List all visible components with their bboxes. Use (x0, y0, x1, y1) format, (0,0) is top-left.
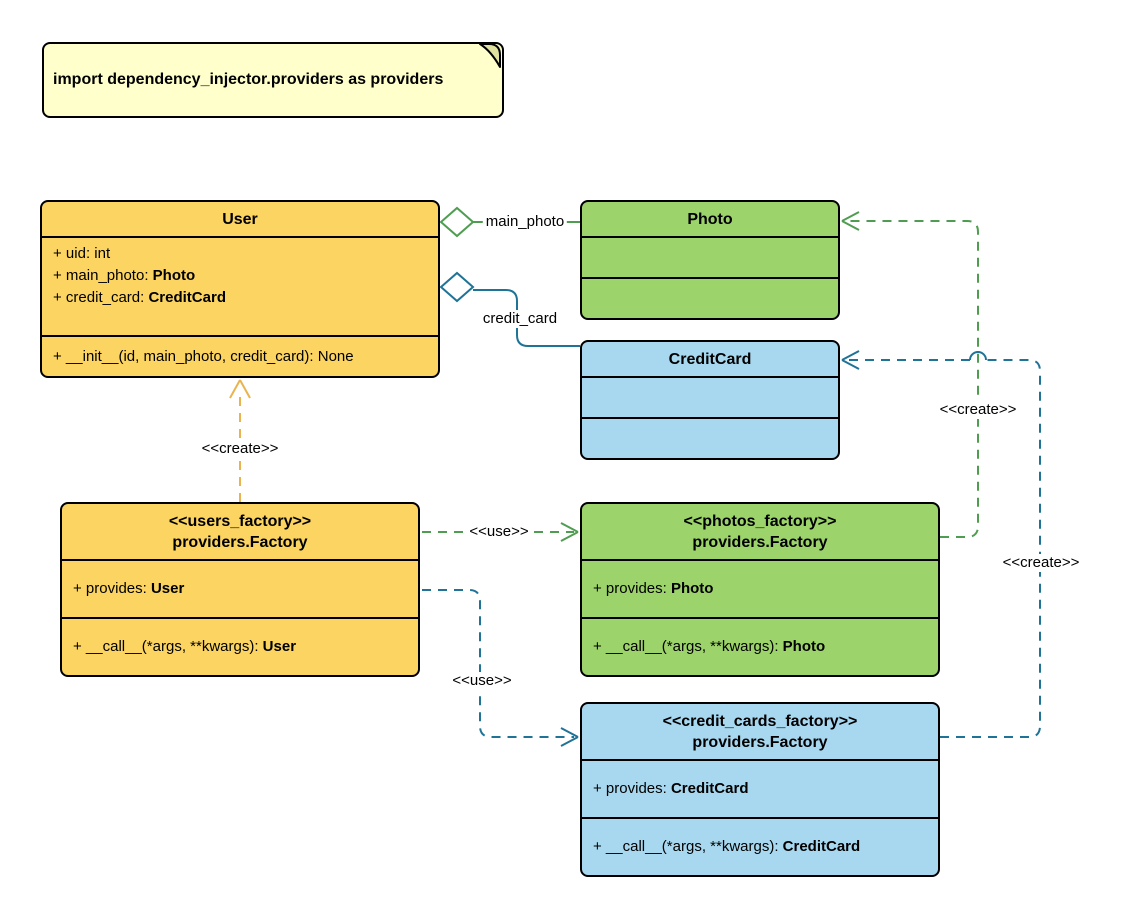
attribute-row: + credit_card: CreditCard (53, 289, 226, 306)
method-row: + __call__(*args, **kwargs): Photo (593, 638, 826, 655)
attributes-compartment: + provides: User (62, 559, 418, 617)
open-arrowhead-icon (841, 211, 860, 231)
note-text: import dependency_injector.providers as … (53, 71, 444, 88)
attributes-compartment (582, 376, 838, 417)
class-title: <<credit_cards_factory>> providers.Facto… (662, 712, 858, 751)
class-title: Photo (687, 210, 733, 228)
note-fold-icon (479, 43, 501, 68)
methods-compartment: + __init__(id, main_photo, credit_card):… (42, 335, 438, 376)
class-credit-cards-factory: <<credit_cards_factory>> providers.Facto… (580, 702, 940, 877)
class-title: <<photos_factory>> providers.Factory (683, 512, 837, 551)
attribute-row: + uid: int (53, 245, 111, 262)
class-title: User (222, 210, 258, 228)
attribute-row: + provides: CreditCard (593, 780, 749, 797)
edge-photos-factory-creates-photo (841, 211, 979, 538)
methods-compartment: + __call__(*args, **kwargs): User (62, 617, 418, 675)
open-arrowhead-icon (560, 522, 579, 542)
edge-label-create-credit-card: <<create>> (999, 554, 1083, 572)
class-credit-card: CreditCard (580, 340, 840, 460)
attributes-compartment: + uid: int + main_photo: Photo + credit_… (42, 236, 438, 335)
open-arrowhead-icon (841, 350, 860, 370)
class-user: User + uid: int + main_photo: Photo + cr… (40, 200, 440, 378)
note: import dependency_injector.providers as … (42, 42, 504, 118)
aggregation-diamond-icon (439, 271, 475, 303)
methods-compartment: + __call__(*args, **kwargs): Photo (582, 617, 938, 675)
method-row: + __call__(*args, **kwargs): User (73, 638, 297, 655)
open-arrowhead-icon (229, 379, 251, 399)
stereotype: <<users_factory>> (168, 512, 312, 530)
edge-label-create-user: <<create>> (198, 440, 282, 458)
attributes-compartment: + provides: CreditCard (582, 759, 938, 817)
class-users-factory: <<users_factory>> providers.Factory + pr… (60, 502, 420, 677)
class-title: <<users_factory>> providers.Factory (168, 512, 312, 551)
attributes-compartment (582, 236, 838, 277)
attribute-row: + main_photo: Photo (53, 267, 196, 284)
methods-compartment: + __call__(*args, **kwargs): CreditCard (582, 817, 938, 875)
attribute-row: + provides: User (73, 580, 185, 597)
edge-label-use-photos-factory: <<use>> (466, 523, 532, 541)
class-photo: Photo (580, 200, 840, 320)
methods-compartment (582, 417, 838, 458)
method-row: + __call__(*args, **kwargs): CreditCard (593, 838, 861, 855)
stereotype: <<credit_cards_factory>> (662, 712, 858, 730)
edge-label-credit-card: credit_card (479, 310, 561, 328)
method-row: + __init__(id, main_photo, credit_card):… (53, 347, 354, 365)
edge-label-use-credit-cards-factory: <<use>> (449, 672, 515, 690)
class-photos-factory: <<photos_factory>> providers.Factory + p… (580, 502, 940, 677)
attributes-compartment: + provides: Photo (582, 559, 938, 617)
line-hop-icon (969, 351, 987, 361)
methods-compartment (582, 277, 838, 318)
edge-users-factory-uses-credit-cards-factory (422, 589, 579, 747)
open-arrowhead-icon (560, 727, 579, 747)
aggregation-diamond-icon (439, 206, 475, 238)
stereotype: <<photos_factory>> (683, 512, 837, 530)
attribute-row: + provides: Photo (593, 580, 714, 597)
edge-label-main-photo: main_photo (482, 213, 568, 231)
edge-label-create-photo: <<create>> (936, 401, 1020, 419)
class-title: CreditCard (668, 350, 752, 368)
